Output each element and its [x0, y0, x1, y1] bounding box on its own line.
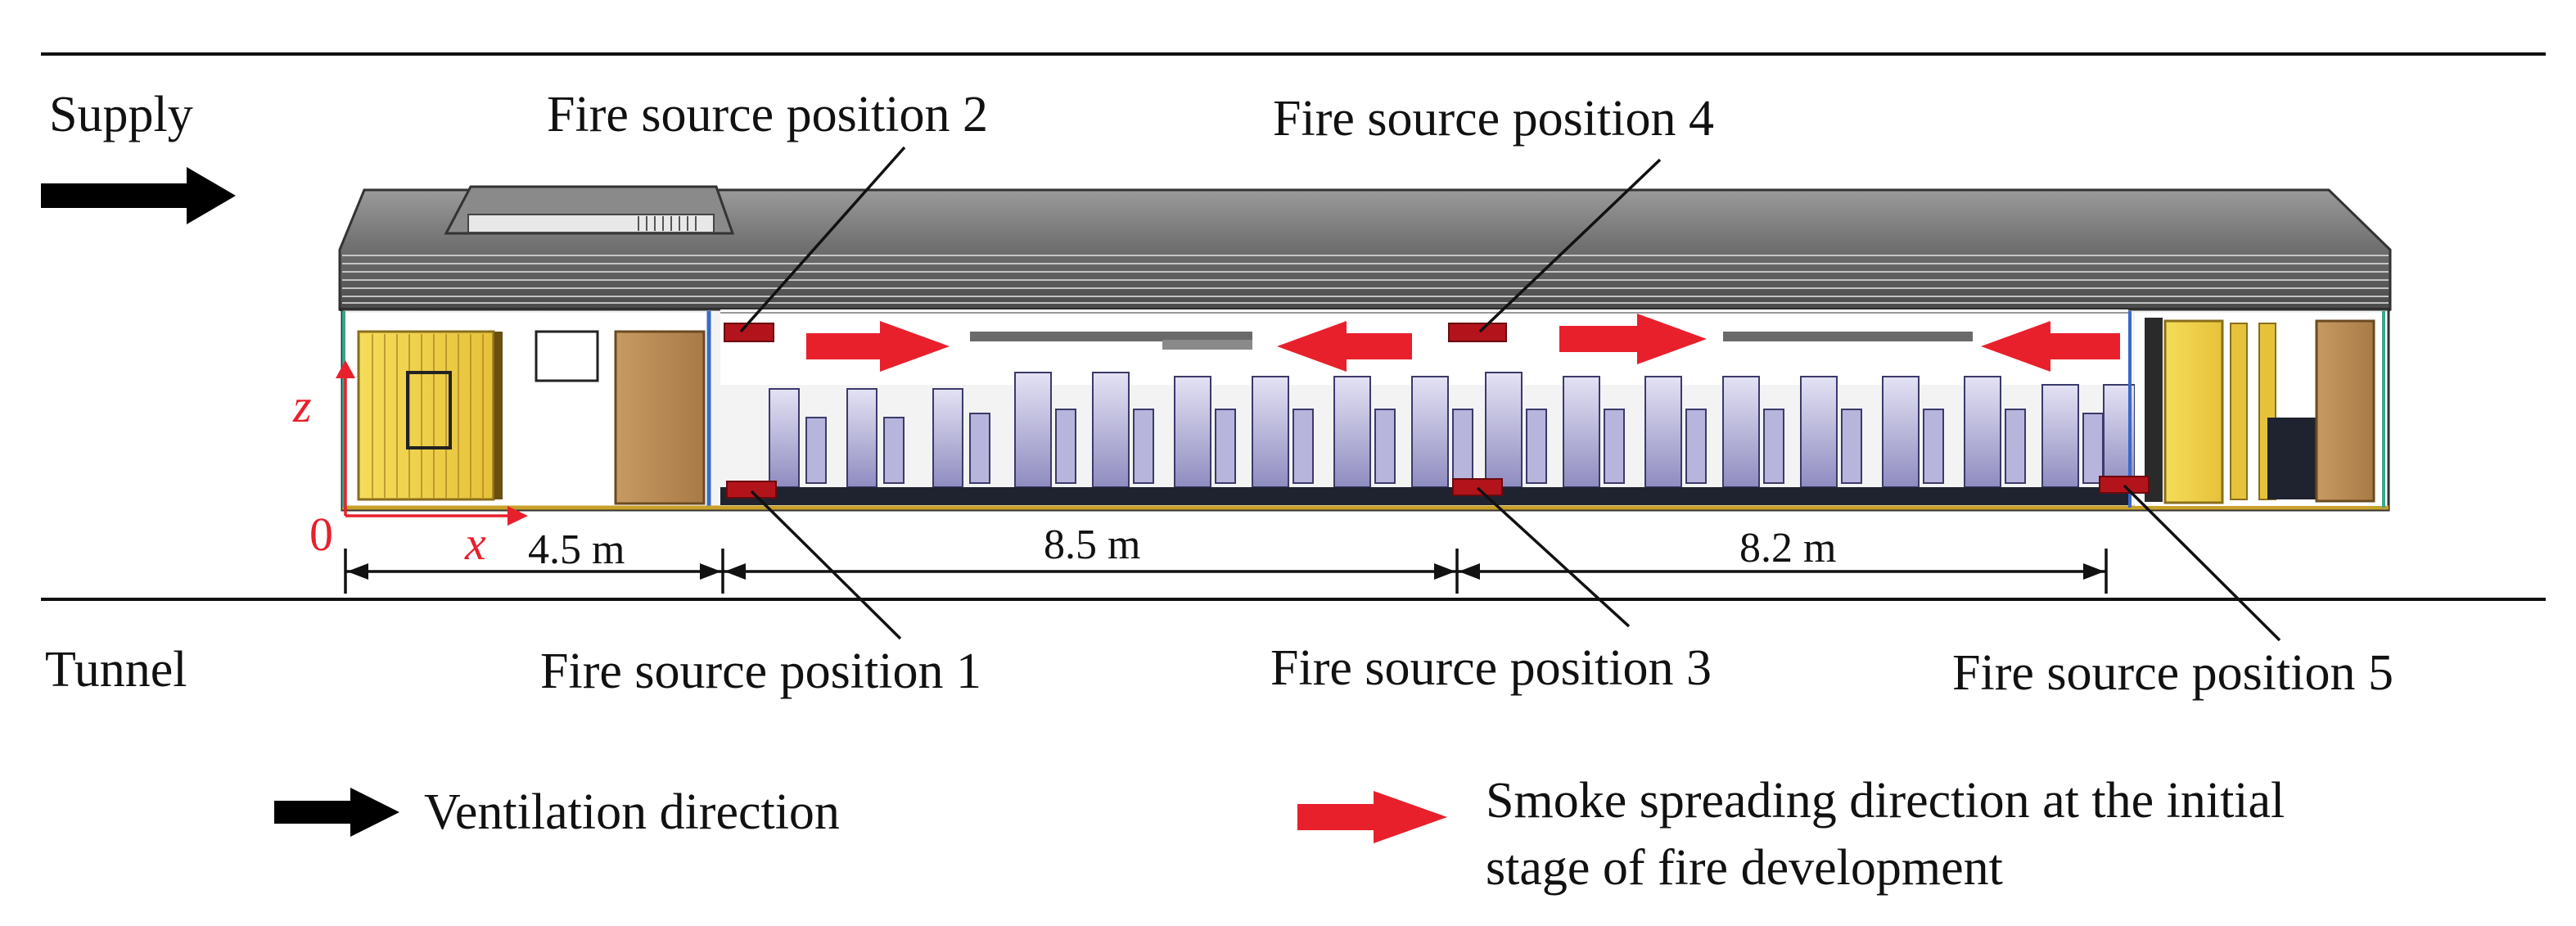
smoke-arrow-right-2 — [1559, 314, 1707, 364]
dimension-8-2m: 8.2 m — [1739, 525, 1836, 571]
smoke-arrow-left-2 — [1981, 321, 2120, 372]
legend-ventilation-arrow — [274, 788, 399, 837]
fire-source-4-marker — [1448, 323, 1507, 342]
legend-smoke-label-line2: stage of fire development — [1486, 840, 2003, 896]
dimension-4-5m: 4.5 m — [528, 526, 625, 573]
coordinate-axes — [336, 360, 528, 526]
carriage-end-right — [2128, 311, 2387, 508]
fire-source-3-marker — [1452, 478, 1503, 496]
legend: Ventilation direction Smoke spreading di… — [274, 773, 2285, 896]
fire-source-5-marker — [2099, 476, 2150, 494]
carriage-end-left — [344, 311, 711, 508]
smoke-arrow-right-1 — [806, 321, 950, 372]
smoke-arrow-left-1 — [1277, 321, 1412, 372]
z-axis-label: z — [292, 379, 312, 432]
x-axis-label: x — [464, 517, 486, 570]
fire-source-1-label: Fire source position 1 — [540, 644, 981, 699]
supply-arrow — [41, 167, 236, 224]
train-carriage — [338, 185, 2392, 512]
dimension-lines — [344, 549, 2108, 594]
fire-source-3-label: Fire source position 3 — [1270, 640, 1712, 696]
legend-ventilation-label: Ventilation direction — [424, 784, 840, 840]
fire-source-5-label: Fire source position 5 — [1952, 645, 2393, 701]
supply-label: Supply — [49, 87, 193, 142]
luggage-racks — [720, 312, 2128, 350]
tunnel-label: Tunnel — [45, 642, 187, 698]
fire-source-4-label: Fire source position 4 — [1273, 91, 1714, 147]
legend-smoke-arrow — [1297, 791, 1447, 843]
origin-label: 0 — [309, 508, 333, 561]
fire-source-2-label: Fire source position 2 — [547, 87, 988, 142]
roof-air-conditioner — [444, 185, 735, 235]
seat-backs — [805, 409, 2104, 484]
fire-source-2-marker — [724, 323, 774, 342]
leader-lines — [739, 146, 2281, 642]
carriage-floor — [720, 487, 2128, 505]
legend-smoke-label-line1: Smoke spreading direction at the initial — [1486, 773, 2285, 829]
fire-source-1-marker — [726, 481, 777, 499]
seat-rows — [769, 372, 2136, 488]
dimension-8-5m: 8.5 m — [1044, 522, 1140, 568]
